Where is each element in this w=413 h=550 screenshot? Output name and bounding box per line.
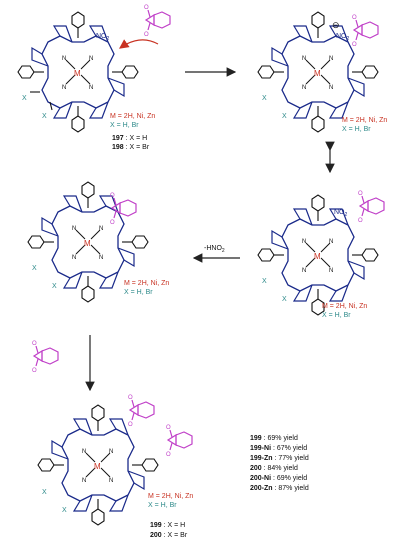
x-label-1: X: [22, 95, 27, 102]
metal-note: M = 2H, Ni, Zn: [342, 117, 387, 124]
nitro-label: NO2: [336, 33, 350, 42]
x-label-1: X: [32, 265, 37, 272]
yields-list: 199 : 69% yield 199-Ni : 67% yield 199-Z…: [250, 435, 309, 492]
compound-198-label: 198 : X = Br: [112, 144, 150, 151]
metal-note: M = 2H, Ni, Zn: [322, 303, 367, 310]
nitro-label: NO2: [96, 33, 110, 42]
metal-note: M = 2H, Ni, Zn: [124, 280, 169, 287]
x-label-2: X: [62, 507, 67, 514]
x-label-2: X: [282, 296, 287, 303]
yield-row: 200-Zn : 87% yield: [250, 485, 309, 492]
yield-row: 200 : 84% yield: [250, 465, 298, 472]
metal-note: M = 2H, Ni, Zn: [110, 113, 155, 120]
x-label-2: X: [282, 113, 287, 120]
metal-note: M = 2H, Ni, Zn: [148, 493, 193, 500]
structure-5: M X X M = 2H, Ni, Zn X = H, Br 199 : X =…: [37, 394, 193, 539]
compound-197-label: 197 : X = H: [112, 135, 147, 142]
yield-row: 199-Zn : 77% yield: [250, 455, 309, 462]
structure-1: M X X NO2 M = 2H, Ni, Zn X = H, Br 197 :…: [17, 4, 171, 151]
x-label-1: X: [42, 489, 47, 496]
structure-4: M X X M = 2H, Ni, Zn X = H, Br: [27, 181, 169, 303]
metal-label: M: [74, 69, 81, 78]
metal-label: M: [314, 252, 321, 261]
structure-3: M X X NO2 M = 2H, Ni, Zn X = H, Br: [257, 190, 385, 319]
x-note: X = H, Br: [124, 289, 153, 296]
x-label-2: X: [52, 283, 57, 290]
x-note: X = H, Br: [322, 312, 351, 319]
compound-199-label: 199 : X = H: [150, 522, 185, 529]
structure-2: M X X NO2 ⊖ M = 2H, Ni, Zn X = H, Br: [257, 11, 387, 133]
mechanism-arrow: [119, 39, 159, 49]
metal-label: M: [314, 69, 321, 78]
elimination-label: -HNO2: [204, 245, 225, 254]
compound-200-label: 200 : X = Br: [150, 532, 188, 539]
x-note: X = H, Br: [342, 126, 371, 133]
metal-label: M: [94, 462, 101, 471]
metal-label: M: [84, 239, 91, 248]
x-note: X = H, Br: [110, 122, 139, 129]
nitro-label: NO2: [334, 209, 348, 218]
x-label-1: X: [262, 278, 267, 285]
yield-row: 200-Ni : 69% yield: [250, 475, 307, 482]
x-note: X = H, Br: [148, 502, 177, 509]
yield-row: 199 : 69% yield: [250, 435, 298, 442]
x-label-2: X: [42, 113, 47, 120]
charge-symbol: ⊖: [332, 20, 340, 30]
x-label-1: X: [262, 95, 267, 102]
yield-row: 199-Ni : 67% yield: [250, 445, 307, 452]
